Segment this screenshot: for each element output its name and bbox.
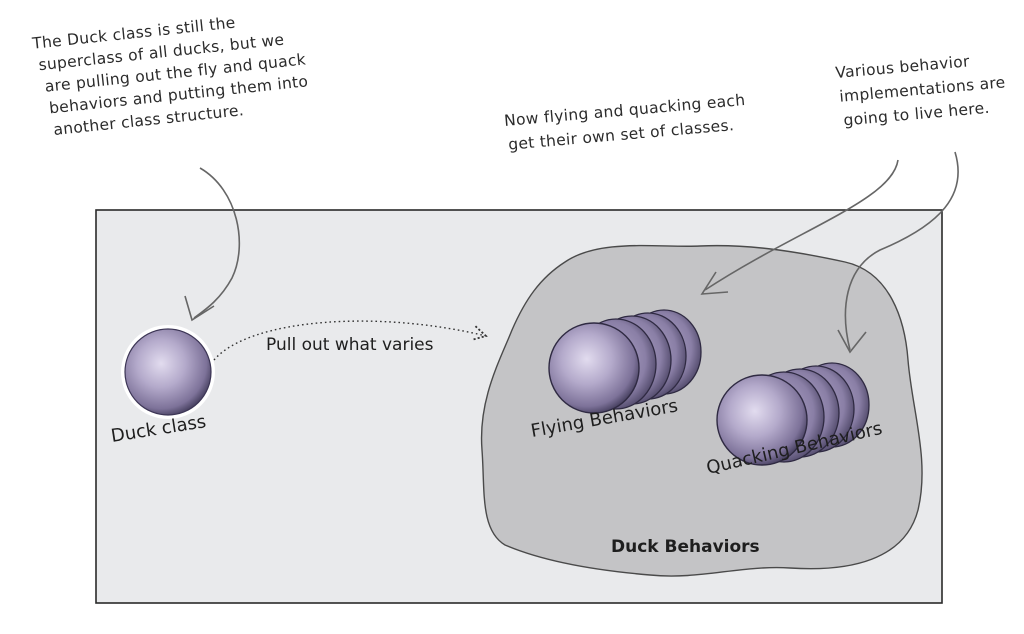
flying-pointer-arrowhead [700,271,729,295]
duck-class-sphere [121,325,215,419]
duck-class-note-arrowhead [184,295,215,322]
flying-pointer-arrow [704,159,899,291]
implementations-annotation: Various behavior implementations are goi… [835,52,1007,129]
pull-out-label: Pull out what varies [266,335,434,355]
quacking-behaviors-stack [716,362,870,466]
classes-annotation: Now flying and quacking each get their o… [503,91,746,154]
quacking-pointer-arrowhead [837,329,867,354]
duck-behaviors-label: Duck Behaviors [611,537,760,557]
duck-class-annotation: The Duck class is still the superclass o… [30,14,309,140]
flying-behaviors-stack [548,309,702,414]
pull-out-arrow [213,321,486,361]
duck-class-note-arrow [193,167,241,319]
quacking-pointer-arrow [844,151,959,351]
